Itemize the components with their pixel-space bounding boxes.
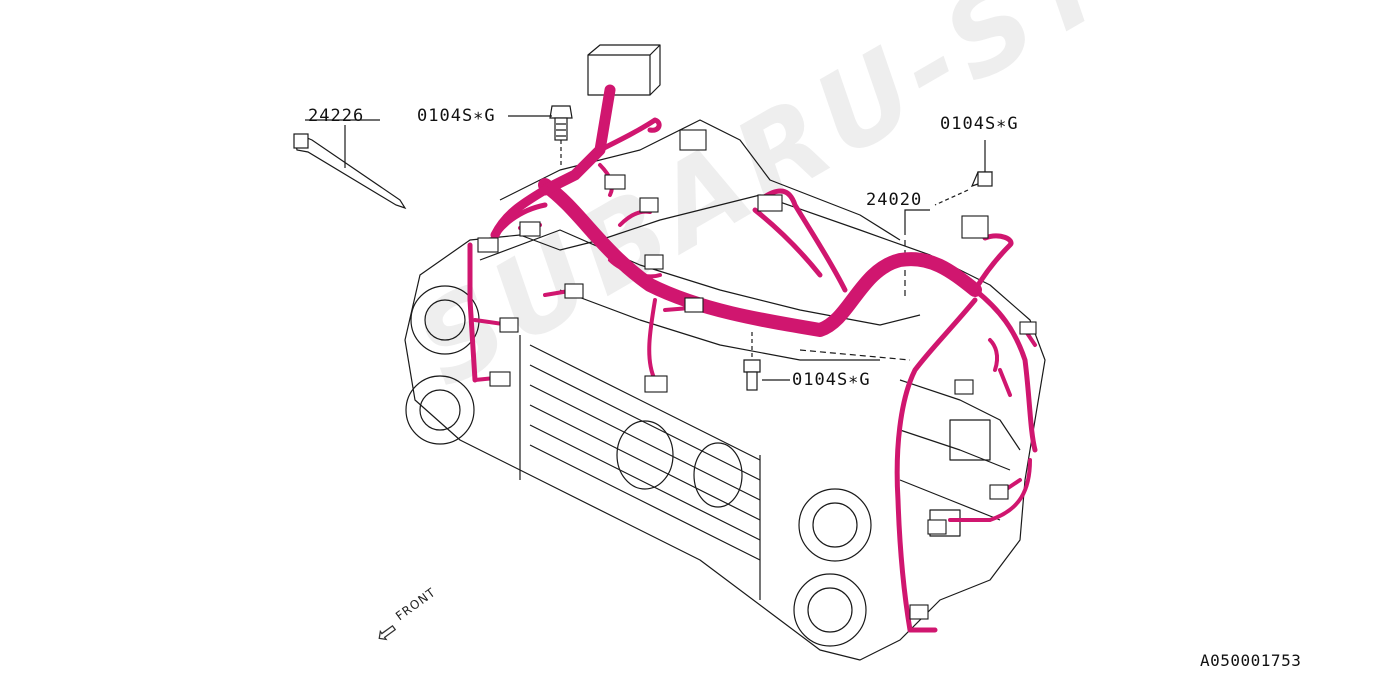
bolt-part-number-top-right: 0104S∗G [940,114,1019,134]
harness-leader-line [904,209,930,235]
engine-block-outline [404,44,1046,661]
harness-part-number: 24020 [866,190,923,210]
bolt-center [743,332,790,391]
bolt-top-right [934,140,993,206]
clip-part-number: 24226 [308,106,365,126]
diagram-code: A050001753 [1200,651,1302,670]
harness-connectors [477,129,1037,620]
bolt-part-number-center: 0104S∗G [792,370,871,390]
bolt-top-left [508,105,573,165]
bolt-part-number-top-left: 0104S∗G [417,106,496,126]
clip-part-24226 [293,119,407,210]
